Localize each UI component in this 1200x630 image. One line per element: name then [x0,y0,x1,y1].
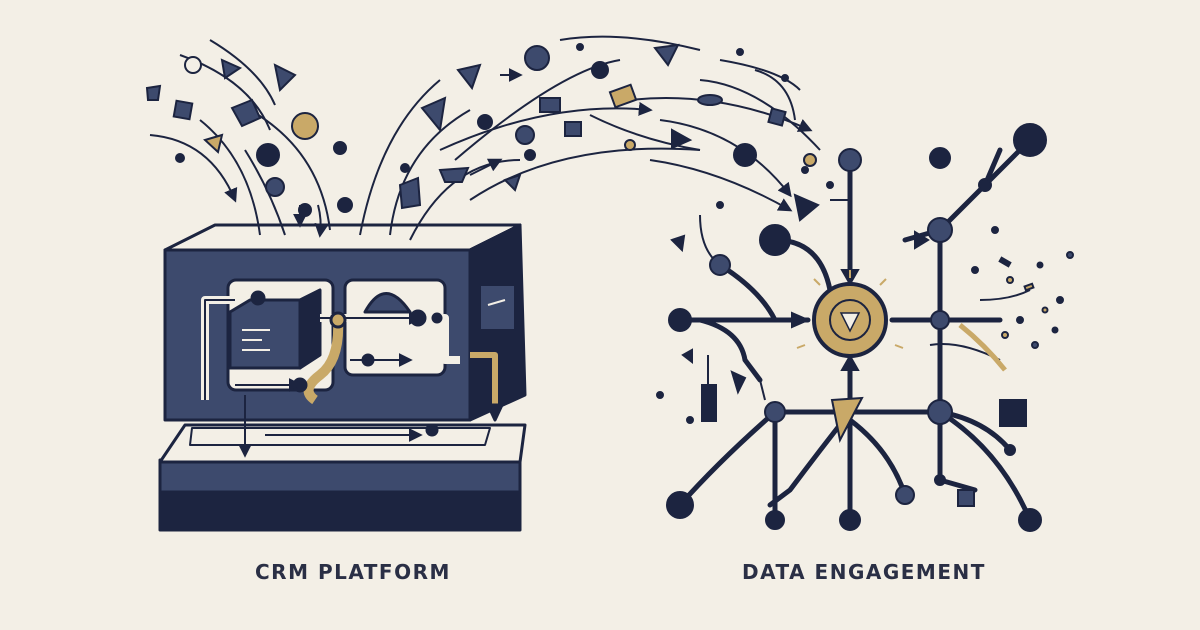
machine-platform [189,427,491,446]
gold-accent-path [958,323,1007,372]
input-streams [149,39,521,241]
network-thin-lines [699,199,1031,401]
transfer-flow [439,35,821,212]
transfer-particles [438,43,834,222]
central-hub [796,270,904,358]
machine-inner-block [228,298,302,370]
machine-base-bottom [158,488,522,532]
crm-platform-label: CRM PLATFORM [255,560,451,584]
machine-top-rim [163,223,522,252]
network-particles [656,201,1074,507]
data-engagement-label: DATA ENGAGEMENT [742,560,986,584]
input-particles [145,56,493,217]
machine-side-panel [479,284,516,331]
network-nodes [666,123,1047,532]
crm-machine [158,223,527,532]
machine-base-middle [158,458,522,494]
